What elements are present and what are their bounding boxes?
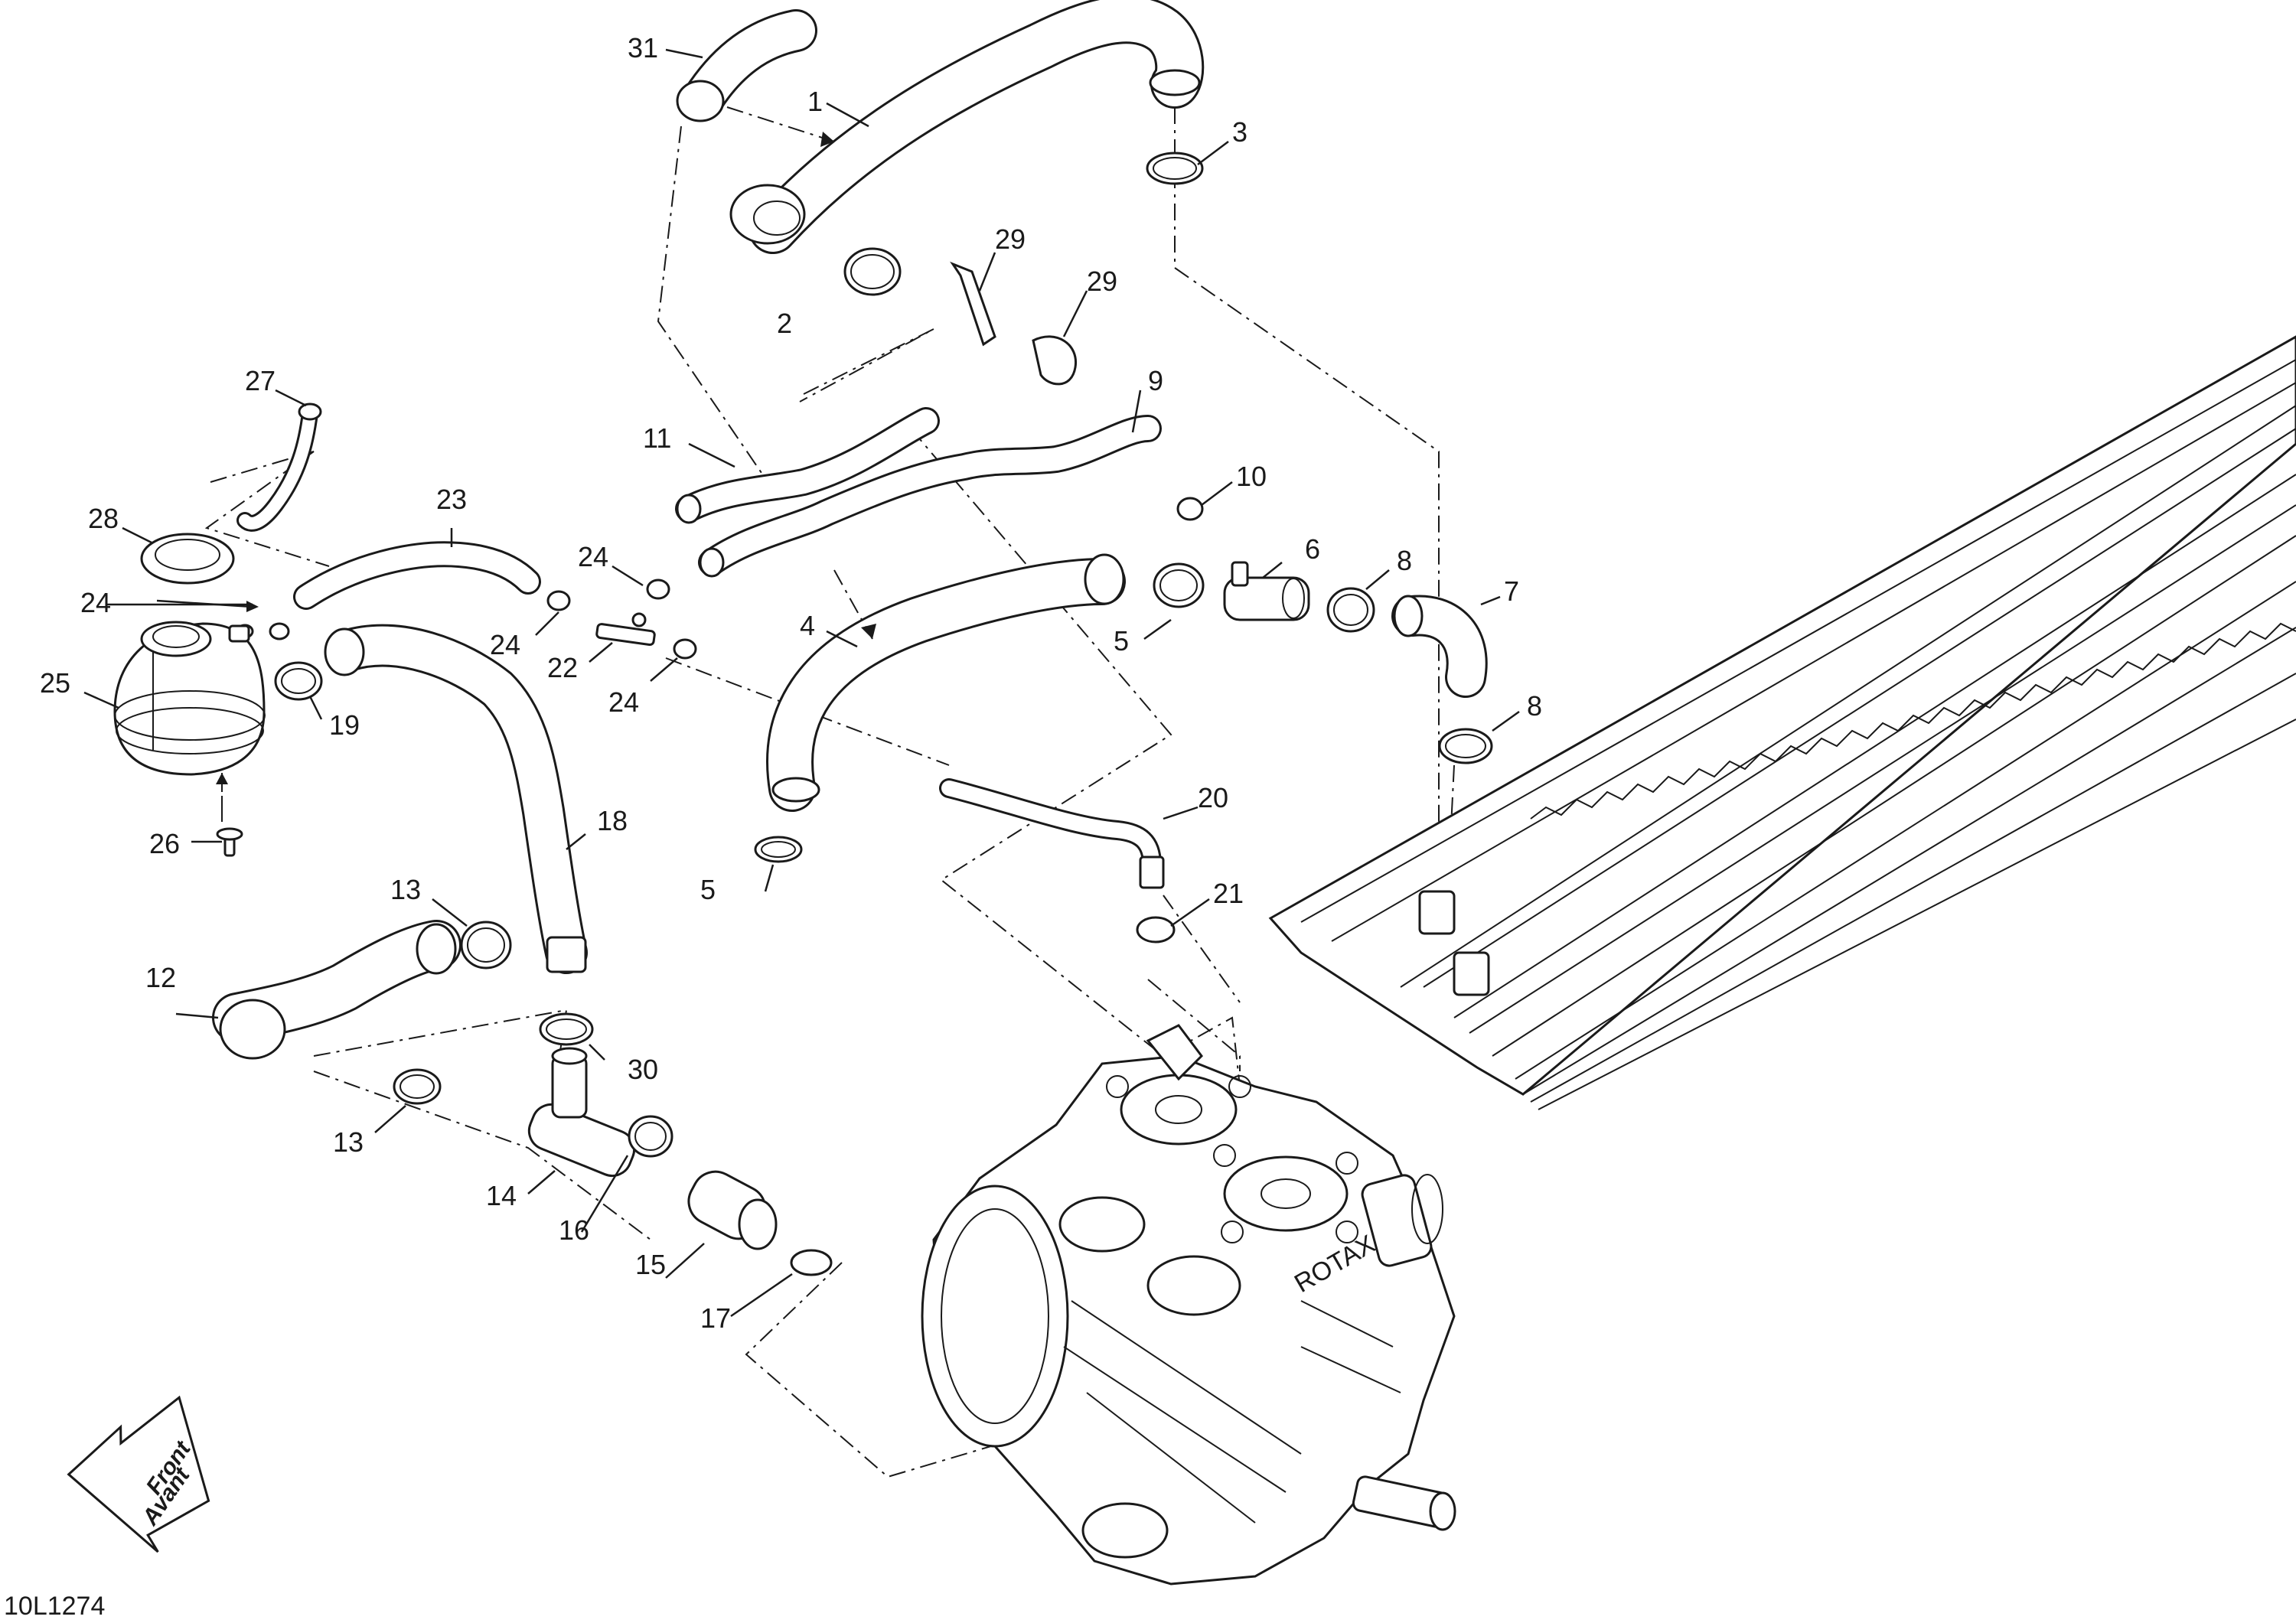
- engine: ROTAX: [921, 1024, 1456, 1586]
- callout-18: 18: [597, 805, 628, 836]
- callout-25: 25: [40, 667, 70, 699]
- callout-14: 14: [486, 1180, 517, 1211]
- callout-24-b: 24: [578, 541, 608, 572]
- heat-exchanger: [1268, 335, 2296, 1110]
- front-direction-arrow: Front Avant: [67, 1395, 210, 1553]
- callout-4: 4: [800, 610, 815, 641]
- callout-7: 7: [1504, 575, 1519, 607]
- fittings: [216, 152, 1493, 1276]
- callout-19: 19: [329, 709, 360, 741]
- callout-2: 2: [777, 308, 792, 339]
- callout-26: 26: [149, 828, 180, 859]
- callout-29-a: 29: [995, 223, 1026, 255]
- callout-1: 1: [807, 86, 823, 117]
- callout-20: 20: [1198, 782, 1228, 813]
- callout-16: 16: [559, 1214, 589, 1246]
- callout-5-upper: 5: [1114, 625, 1129, 657]
- callout-6: 6: [1305, 533, 1320, 565]
- callout-24-c: 24: [490, 629, 520, 660]
- callout-8-upper: 8: [1397, 545, 1412, 576]
- callout-23: 23: [436, 484, 467, 515]
- callout-12: 12: [145, 962, 176, 993]
- callout-10: 10: [1236, 461, 1267, 492]
- callout-22: 22: [547, 652, 578, 683]
- callout-15: 15: [635, 1249, 666, 1280]
- reservoir-cap: [140, 533, 235, 585]
- callout-21: 21: [1213, 878, 1244, 909]
- callout-8-lower: 8: [1527, 690, 1542, 722]
- leader-lines: [83, 48, 1520, 1318]
- callout-3: 3: [1232, 116, 1247, 148]
- diagram-reference-code: 10L1274: [4, 1592, 105, 1621]
- callout-5-lower: 5: [700, 874, 716, 905]
- callout-31: 31: [628, 32, 658, 64]
- callout-13-upper: 13: [390, 874, 421, 905]
- callout-24-d: 24: [608, 686, 639, 718]
- callout-9: 9: [1148, 365, 1163, 396]
- callouts: 1 2 3 4 5 5 6 7 8 8 9 10 11 12 13 13 14 …: [40, 32, 1542, 1334]
- coolant-reservoir: [113, 621, 266, 776]
- callout-30: 30: [628, 1054, 658, 1085]
- callout-17: 17: [700, 1302, 731, 1334]
- callout-28: 28: [88, 503, 119, 534]
- callout-13-lower: 13: [333, 1126, 364, 1158]
- callout-27: 27: [245, 365, 276, 396]
- callout-24-a: 24: [80, 587, 111, 618]
- callout-11: 11: [643, 422, 671, 454]
- hoses: [212, 0, 1488, 1250]
- callout-29-b: 29: [1087, 266, 1117, 297]
